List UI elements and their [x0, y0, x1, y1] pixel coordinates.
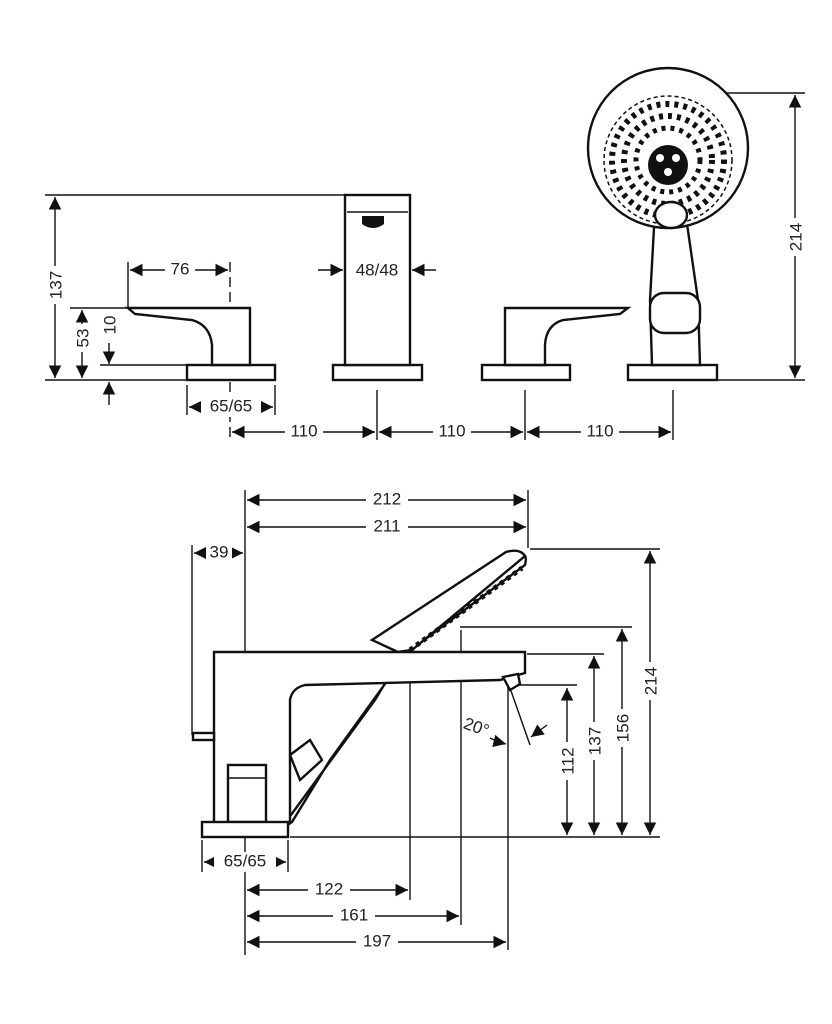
dim-front-height-137: 137: [46, 271, 65, 299]
dim-spout-width: 48/48: [356, 260, 399, 279]
dim-length-212: 212: [373, 489, 401, 508]
side-hand-shower: [279, 549, 528, 831]
dim-side-base-size: 65/65: [224, 851, 267, 870]
dim-reach-122: 122: [315, 879, 343, 898]
side-view: 212 211 39 65/65 122 161 197 112 137 156…: [191, 489, 660, 955]
dim-shower-height-214: 214: [786, 223, 805, 251]
dim-spacing-3: 110: [586, 421, 613, 440]
right-handle: [480, 306, 632, 382]
hand-shower: [586, 66, 750, 382]
dim-outlet-height-112: 112: [558, 747, 577, 774]
dim-shower-low-156: 156: [613, 714, 632, 742]
dim-spout-height-137: 137: [585, 727, 604, 755]
dim-handle-offset-39: 39: [210, 542, 229, 561]
front-view: 137 53 10 76 48/48 65/65 214 110 110 110: [45, 66, 805, 442]
dim-spacing-2: 110: [438, 421, 465, 440]
dim-spray-angle: 20°: [461, 714, 492, 741]
dim-handle-reach-76: 76: [171, 259, 190, 278]
dim-reach-161: 161: [340, 905, 368, 924]
dim-base-height-10: 10: [100, 316, 119, 335]
aerator-icon: [362, 216, 384, 228]
dim-shower-height-214: 214: [641, 667, 660, 695]
left-handle: [124, 306, 277, 382]
dim-front-base-size: 65/65: [210, 396, 253, 415]
dim-length-211: 211: [373, 516, 400, 535]
spout: [331, 193, 424, 382]
dim-reach-197: 197: [363, 931, 391, 950]
dim-handle-height-53: 53: [73, 329, 92, 348]
side-spout-body: [191, 650, 527, 839]
dim-spacing-1: 110: [290, 421, 317, 440]
